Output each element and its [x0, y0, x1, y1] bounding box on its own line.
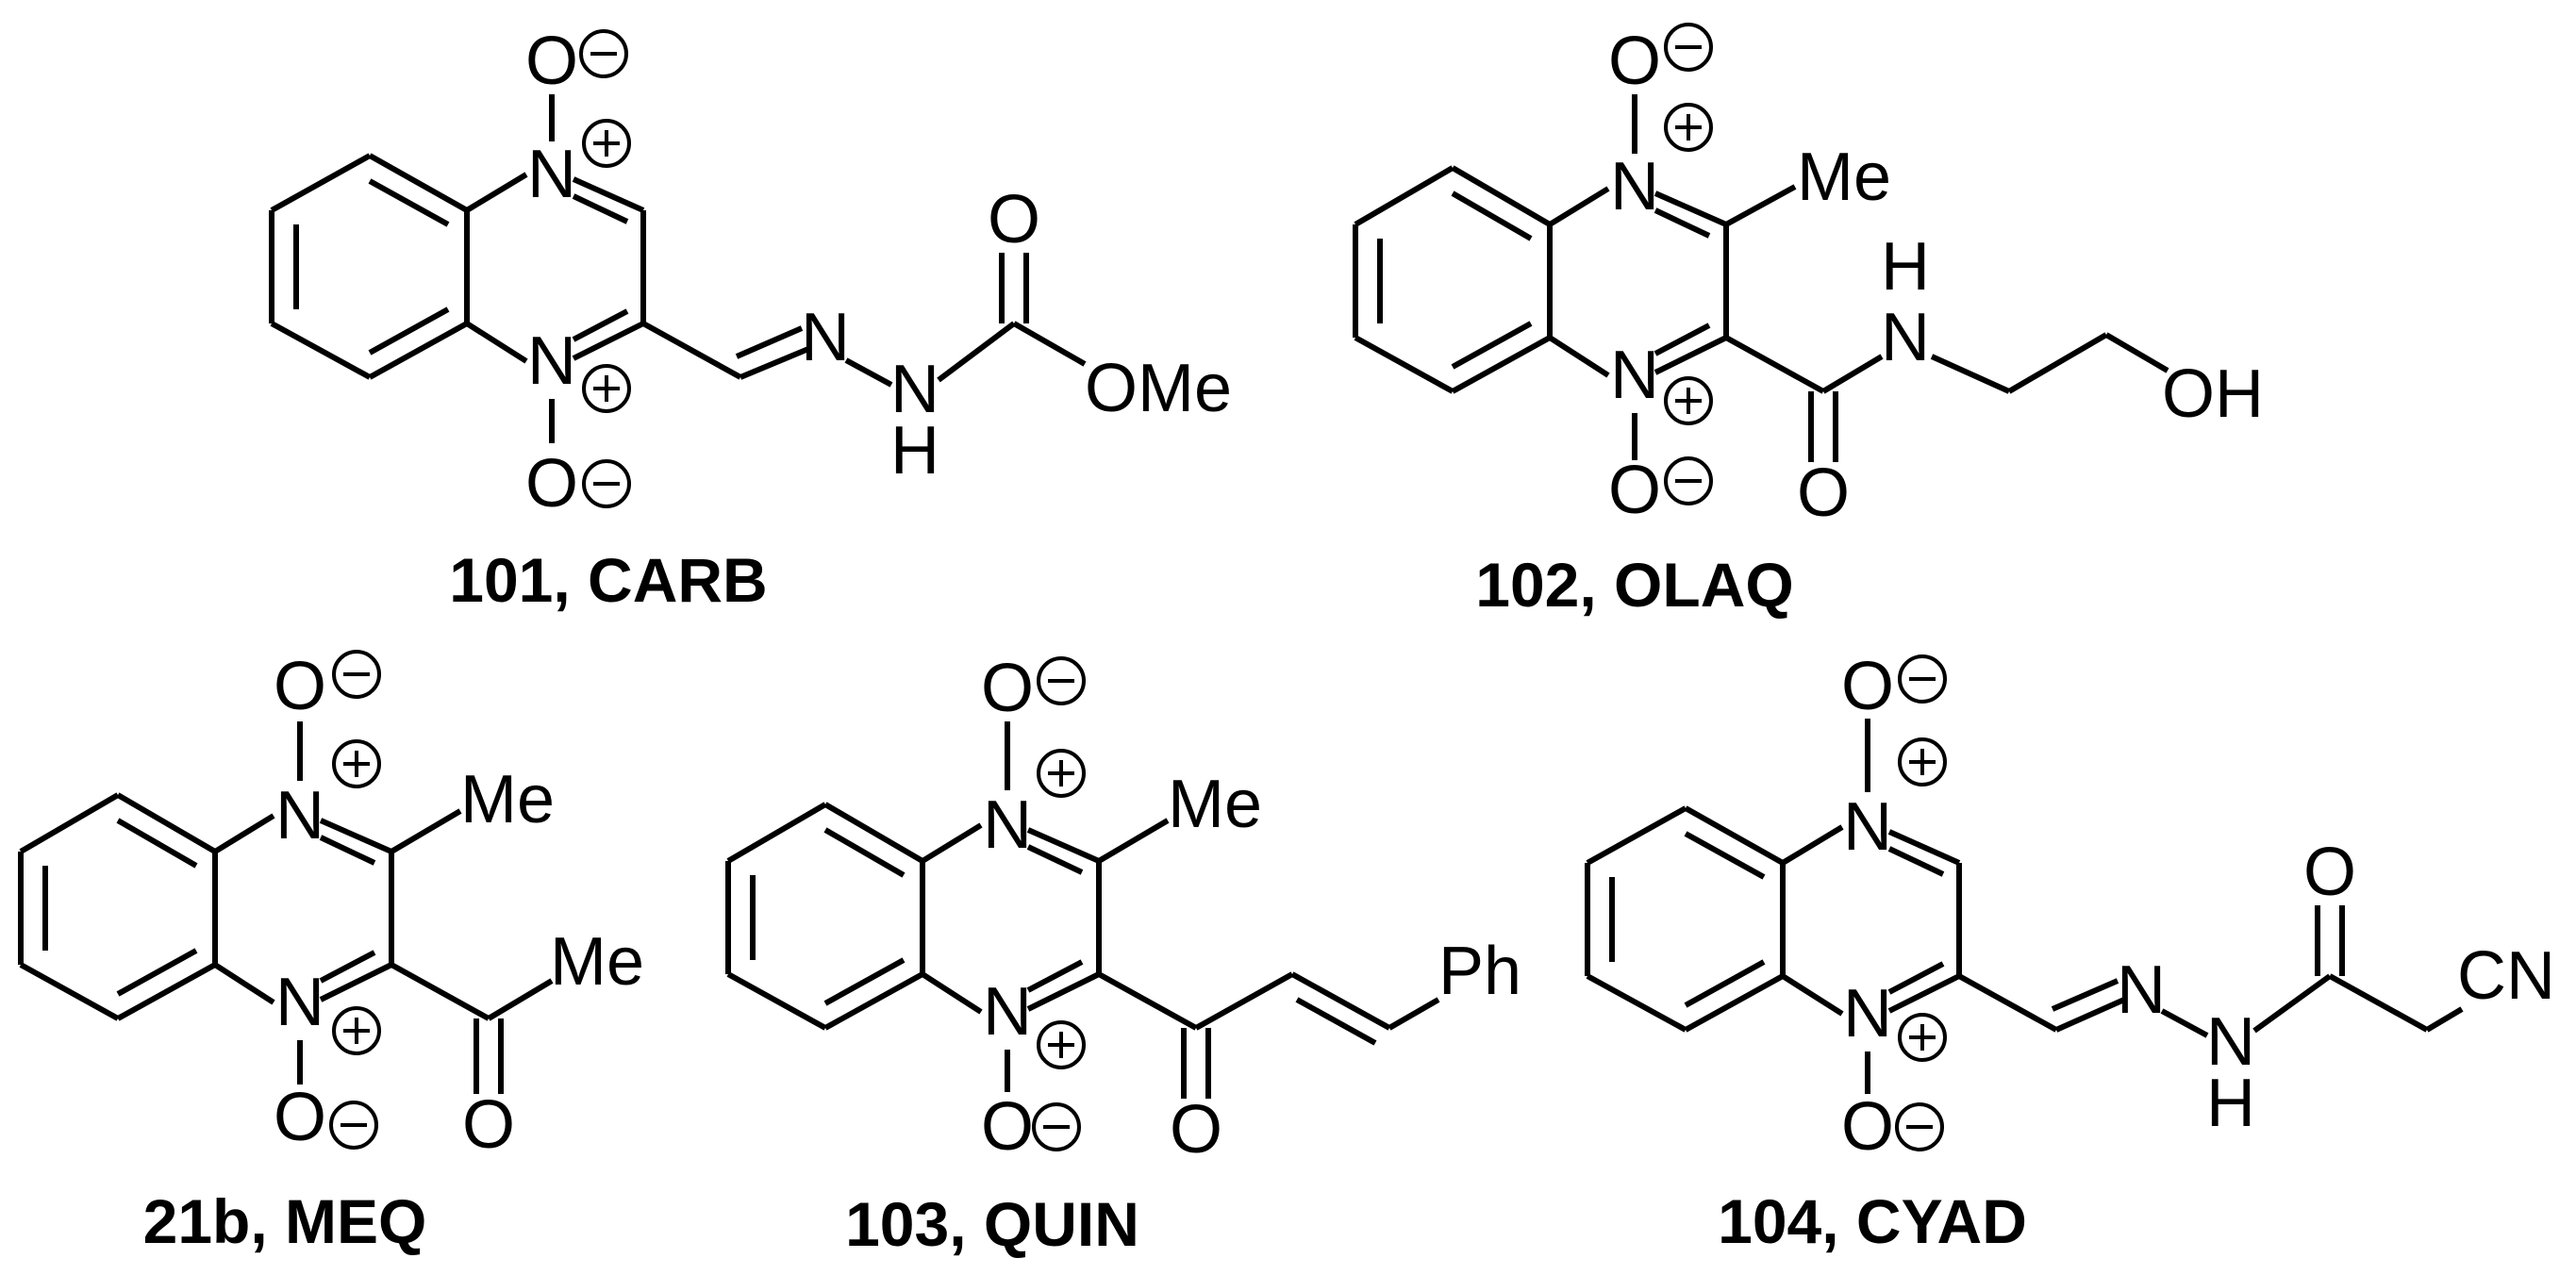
- pyrazine-ring: [1548, 186, 1729, 378]
- nitrogen-n4: N: [527, 137, 576, 212]
- nitrogen-n1: N: [1610, 338, 1659, 413]
- phenyl-group: Ph: [1438, 934, 1521, 1009]
- acetyl-chain: [390, 808, 554, 1094]
- oxide-oxygen-bottom: O: [1841, 1089, 1894, 1165]
- oxide-oxygen-bottom: O: [981, 1089, 1034, 1165]
- pyrazine-ring: [1781, 824, 1962, 1017]
- methyl-group: Me: [1797, 140, 1891, 215]
- positive-charge-icon: [332, 1006, 381, 1055]
- positive-charge-icon: [332, 739, 381, 788]
- carbonyl-oxygen: O: [1797, 455, 1850, 531]
- imine-nitrogen: N: [2117, 952, 2166, 1028]
- positive-charge-icon: [1898, 737, 1947, 787]
- oxide-oxygen-top: O: [981, 651, 1034, 726]
- benzene-ring: [269, 153, 470, 380]
- nitrogen-n1: N: [1843, 976, 1892, 1051]
- hydrazide-hydrogen: H: [890, 413, 939, 488]
- oxide-oxygen-bottom: O: [1608, 453, 1661, 528]
- benzene-ring: [1585, 805, 1786, 1033]
- hydrazide-hydrogen: H: [2206, 1066, 2255, 1141]
- positive-charge-icon: [1037, 749, 1086, 798]
- structure-21b-meq: O N N O Me Me O 21b, MEQ: [18, 649, 644, 1256]
- oxide-oxygen-top: O: [1841, 649, 1894, 724]
- pyrazine-ring: [213, 813, 394, 1005]
- oxide-oxygen-bottom: O: [274, 1080, 326, 1155]
- oxide-oxygen-bottom: O: [525, 446, 578, 522]
- nitrogen-n4: N: [275, 778, 324, 853]
- compound-caption: 102, OLAQ: [1475, 550, 1793, 620]
- imine-nitrogen: N: [801, 300, 850, 375]
- nitrile-group: CN: [2457, 938, 2555, 1014]
- negative-charge-icon: [579, 29, 628, 78]
- benzene-ring: [1353, 165, 1553, 394]
- compound-caption: 101, CARB: [449, 545, 767, 615]
- benzene-ring: [725, 802, 925, 1031]
- hydrazone-chain: [641, 253, 1087, 388]
- compound-caption: 21b, MEQ: [143, 1186, 427, 1256]
- hydroxyl-group: OH: [2162, 356, 2264, 432]
- cyanoacetohydrazone-chain: [1957, 905, 2464, 1038]
- positive-charge-icon: [1664, 376, 1713, 425]
- positive-charge-icon: [1037, 1020, 1086, 1069]
- carbonyl-oxygen: O: [988, 182, 1040, 257]
- amide-nitrogen: N: [1881, 300, 1930, 375]
- positive-charge-icon: [582, 364, 631, 413]
- negative-charge-icon: [332, 650, 381, 699]
- structure-102-olaq: O N N O Me H N O OH 102, OLAQ: [1353, 23, 2264, 620]
- pyrazine-ring: [921, 822, 1102, 1015]
- methoxy-group: OMe: [1085, 351, 1232, 426]
- acetyl-methyl-group: Me: [550, 924, 644, 1000]
- negative-charge-icon: [329, 1101, 378, 1150]
- negative-charge-icon: [582, 459, 631, 508]
- negative-charge-icon: [1032, 1102, 1081, 1151]
- nitrogen-n4: N: [1610, 149, 1659, 224]
- enone-chain: [1097, 818, 1440, 1099]
- structure-104-cyad: O N N O N N H O CN 104, CYAD: [1585, 649, 2555, 1256]
- amide-hydrogen: H: [1881, 229, 1930, 305]
- nitrogen-n1: N: [275, 965, 324, 1040]
- oxide-oxygen-top: O: [1608, 24, 1661, 99]
- side-chain: [1724, 184, 2169, 462]
- oxide-oxygen-top: O: [274, 649, 326, 724]
- structure-101-carb: O N N O N N H O OMe 101, CARB: [269, 24, 1232, 615]
- hydrazide-nitrogen: N: [2206, 1004, 2255, 1080]
- negative-charge-icon: [1898, 654, 1947, 704]
- carbonyl-oxygen: O: [1170, 1092, 1222, 1167]
- nitrogen-n4: N: [983, 787, 1032, 863]
- benzene-ring: [18, 792, 218, 1021]
- negative-charge-icon: [1895, 1102, 1944, 1151]
- positive-charge-icon: [582, 119, 631, 168]
- hydrazide-nitrogen: N: [890, 352, 939, 427]
- nitrogen-n4: N: [1843, 789, 1892, 865]
- pyrazine-ring: [465, 172, 646, 364]
- negative-charge-icon: [1664, 23, 1713, 72]
- oxide-oxygen-top: O: [525, 24, 578, 99]
- nitrogen-n1: N: [527, 323, 576, 399]
- compound-caption: 103, QUIN: [845, 1189, 1139, 1259]
- methyl-group: Me: [460, 762, 555, 837]
- positive-charge-icon: [1664, 103, 1713, 152]
- methyl-group: Me: [1168, 767, 1262, 842]
- structure-103-quin: O N N O Me Ph O 103, QUIN: [725, 651, 1521, 1259]
- negative-charge-icon: [1664, 456, 1713, 505]
- carbonyl-oxygen: O: [462, 1087, 515, 1163]
- negative-charge-icon: [1037, 656, 1086, 705]
- compound-caption: 104, CYAD: [1718, 1186, 2027, 1256]
- nitrogen-n1: N: [983, 974, 1032, 1050]
- positive-charge-icon: [1898, 1013, 1947, 1062]
- carbonyl-oxygen: O: [2303, 835, 2356, 910]
